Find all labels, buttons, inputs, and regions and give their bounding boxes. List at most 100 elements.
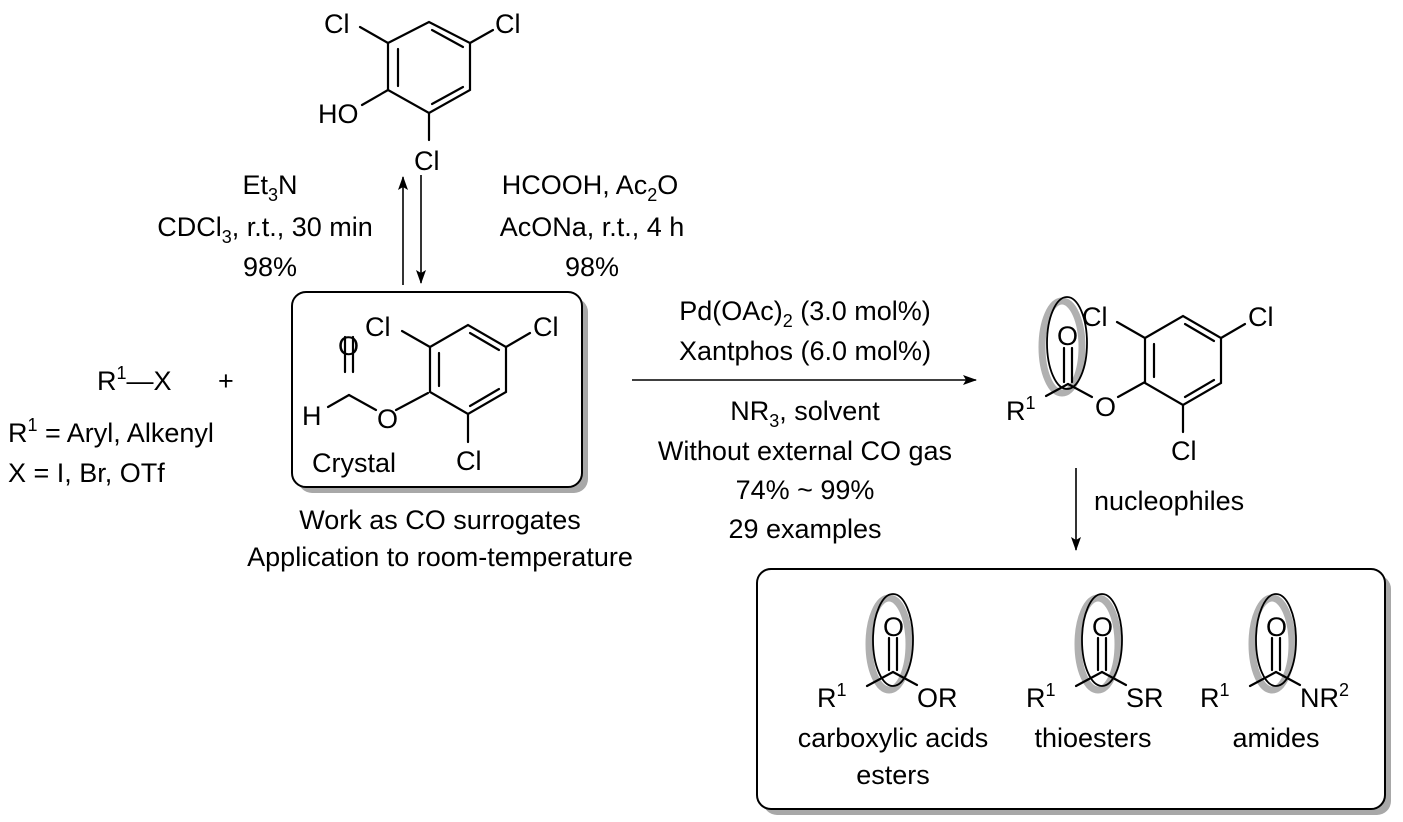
ring-bonds bbox=[1143, 314, 1223, 407]
cl-bond bbox=[504, 331, 532, 349]
highlight-oval-shadow bbox=[865, 594, 913, 694]
oxygen-atom: O bbox=[1266, 612, 1287, 642]
arrow-down-conditions: HCOOH, Ac2O AcONa, r.t., 4 h 98% bbox=[500, 170, 685, 282]
h-bond bbox=[326, 393, 351, 409]
phenol-double-bond bbox=[430, 85, 465, 106]
box-frame bbox=[291, 291, 583, 488]
carbonyl-highlight-oval bbox=[1255, 593, 1297, 687]
heteroatom-bond bbox=[1274, 670, 1302, 687]
highlight-oval-shadow bbox=[1038, 297, 1086, 397]
cl-bond bbox=[400, 329, 432, 349]
oxygen-atom: O bbox=[1095, 392, 1116, 422]
derivative-item: O R1 OR carboxylic acids esters bbox=[798, 593, 989, 790]
ligand-line: Xantphos (6.0 mol%) bbox=[679, 336, 931, 366]
oxygen-atom: O bbox=[1092, 612, 1113, 642]
reagent-line: Et3N bbox=[242, 170, 297, 205]
group-symbol: NR bbox=[1300, 683, 1339, 713]
phenol-cl-bond bbox=[358, 25, 390, 45]
cl-atom: Cl bbox=[1248, 302, 1274, 332]
oxygen-atom: O bbox=[883, 612, 904, 642]
cl-atom: Cl bbox=[1171, 436, 1197, 466]
phenol-cl-atom: Cl bbox=[324, 9, 350, 39]
carbonyl-highlight-oval bbox=[1081, 593, 1123, 687]
r-bond bbox=[1074, 670, 1104, 688]
arrow-up-conditions: Et3N CDCl3, r.t., 30 min 98% bbox=[157, 170, 373, 282]
functional-group: SR bbox=[1126, 683, 1164, 713]
group-superscript: 2 bbox=[1339, 680, 1349, 700]
r1-group: R1 bbox=[1026, 680, 1056, 713]
no-co-gas-line: Without external CO gas bbox=[658, 436, 952, 466]
catalyst-line: Pd(OAc)2 (3.0 mol%) bbox=[679, 296, 931, 331]
ring-bonds bbox=[428, 323, 508, 416]
carbonyl-highlight-oval bbox=[872, 593, 914, 687]
phenol-cl-bond bbox=[468, 28, 495, 45]
ester-bond bbox=[1066, 382, 1094, 399]
r-bond bbox=[865, 670, 895, 688]
cl-bond bbox=[1219, 322, 1247, 340]
ring-double-bond bbox=[468, 387, 501, 408]
base-solvent-line: NR3, solvent bbox=[730, 396, 880, 431]
examples-count: 29 examples bbox=[728, 514, 881, 544]
phenol-ring-bonds bbox=[386, 20, 472, 115]
conditions-line: AcONa, r.t., 4 h bbox=[500, 212, 685, 242]
ring-double-bond bbox=[1183, 322, 1216, 343]
reagent-line: HCOOH, Ac2O bbox=[502, 170, 679, 205]
functional-group: OR bbox=[917, 683, 958, 713]
group-symbol: OR bbox=[917, 683, 958, 713]
phenol-cl-atom: Cl bbox=[414, 146, 440, 176]
crystal-label: Crystal bbox=[312, 448, 396, 478]
r-symbol: R bbox=[1026, 683, 1046, 713]
derivative-item: O R1 SR thioesters bbox=[1026, 593, 1164, 753]
cl-atom: Cl bbox=[456, 446, 482, 476]
ring-double-bond bbox=[468, 331, 501, 352]
oxygen-atom: O bbox=[1057, 321, 1078, 351]
highlight-oval-shadow bbox=[1074, 594, 1122, 694]
phenol-oh-atom: HO bbox=[318, 99, 359, 129]
derivative-label: thioesters bbox=[1034, 723, 1151, 753]
heteroatom-bond bbox=[891, 670, 919, 687]
trichlorophenol-structure: Cl Cl Cl HO bbox=[318, 9, 521, 176]
nucleophiles-label: nucleophiles bbox=[1094, 486, 1244, 516]
main-arrow-conditions: Pd(OAc)2 (3.0 mol%) Xantphos (6.0 mol%) … bbox=[658, 296, 952, 544]
derivatives-box bbox=[756, 568, 1391, 815]
ring-double-bond bbox=[1183, 378, 1216, 399]
r1-definition: R1 = Aryl, Alkenyl bbox=[8, 415, 214, 448]
hydrogen-atom: H bbox=[302, 401, 322, 431]
box-frame bbox=[756, 568, 1386, 810]
x-definition: X = I, Br, OTf bbox=[8, 458, 165, 488]
ester-bond bbox=[394, 391, 430, 412]
r-symbol: R bbox=[1200, 683, 1220, 713]
highlight-oval-shadow bbox=[1248, 594, 1296, 694]
r-bond bbox=[1248, 670, 1278, 688]
phenol-cl-atom: Cl bbox=[495, 9, 521, 39]
r1-group: R1 bbox=[1006, 393, 1036, 426]
functional-group: NR2 bbox=[1300, 680, 1349, 713]
carbonyl-highlight-oval bbox=[1046, 296, 1088, 390]
oxygen-atom: O bbox=[377, 404, 398, 434]
phenol-double-bond bbox=[430, 28, 465, 49]
heteroatom-bond bbox=[1100, 670, 1128, 687]
r-superscript: 1 bbox=[1046, 680, 1056, 700]
derivative-label: esters bbox=[856, 760, 930, 790]
cl-atom: Cl bbox=[533, 312, 559, 342]
r-superscript: 1 bbox=[1220, 680, 1230, 700]
cl-atom: Cl bbox=[1082, 302, 1108, 332]
phenol-oh-bond bbox=[360, 88, 390, 107]
cl-bond bbox=[1115, 320, 1147, 340]
derivative-label: carboxylic acids bbox=[798, 723, 989, 753]
surrogate-caption: Work as CO surrogates bbox=[299, 505, 581, 535]
derivative-label: amides bbox=[1232, 723, 1319, 753]
surrogate-caption: Application to room-temperature bbox=[247, 542, 633, 572]
r1-group: R1 bbox=[817, 680, 847, 713]
solvent-line: CDCl3, r.t., 30 min bbox=[157, 212, 373, 247]
r-bond bbox=[1044, 382, 1070, 398]
group-symbol: SR bbox=[1126, 683, 1164, 713]
yield-text: 98% bbox=[565, 252, 619, 282]
ester-bond bbox=[1116, 380, 1147, 399]
ester-bond bbox=[347, 393, 378, 412]
reactant-formula: R1—X bbox=[97, 363, 172, 396]
r1-group: R1 bbox=[1200, 680, 1230, 713]
yield-range: 74% ~ 99% bbox=[736, 475, 875, 505]
